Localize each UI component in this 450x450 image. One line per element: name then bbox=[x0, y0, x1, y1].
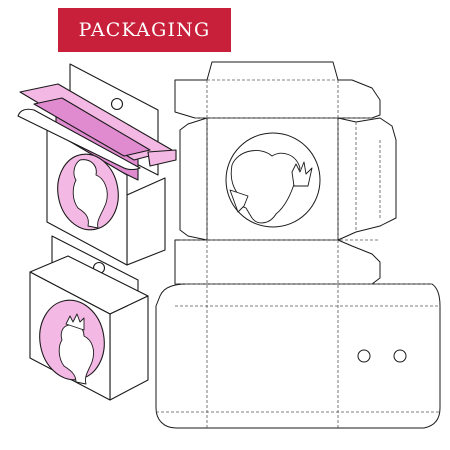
closed-box-3d bbox=[29, 235, 149, 401]
open-box-3d bbox=[17, 63, 177, 266]
tongue-flap bbox=[17, 108, 141, 171]
dieline-right-flap bbox=[337, 117, 397, 241]
silhouette bbox=[72, 159, 108, 229]
closed-silhouette bbox=[58, 324, 95, 385]
packaging-banner: PACKAGING bbox=[58, 8, 231, 52]
closed-crown bbox=[65, 313, 85, 331]
fold-lines bbox=[156, 79, 440, 430]
dieline-middle-panel bbox=[174, 239, 381, 285]
banner-bg bbox=[58, 8, 231, 52]
dieline-hole-right bbox=[393, 349, 407, 363]
top-flap-inner bbox=[33, 97, 151, 157]
side-tab bbox=[147, 149, 177, 167]
closed-box-side bbox=[109, 295, 149, 401]
box-right-side bbox=[126, 177, 166, 266]
dieline-hole-left bbox=[357, 349, 371, 363]
dieline-crown bbox=[291, 161, 313, 187]
banner-title: PACKAGING bbox=[78, 19, 211, 41]
dieline-tail bbox=[229, 189, 249, 213]
dieline-top-flap bbox=[174, 61, 381, 119]
dieline-left-flap bbox=[179, 117, 208, 241]
dieline-template bbox=[155, 61, 441, 429]
hanger-hole bbox=[110, 97, 124, 111]
